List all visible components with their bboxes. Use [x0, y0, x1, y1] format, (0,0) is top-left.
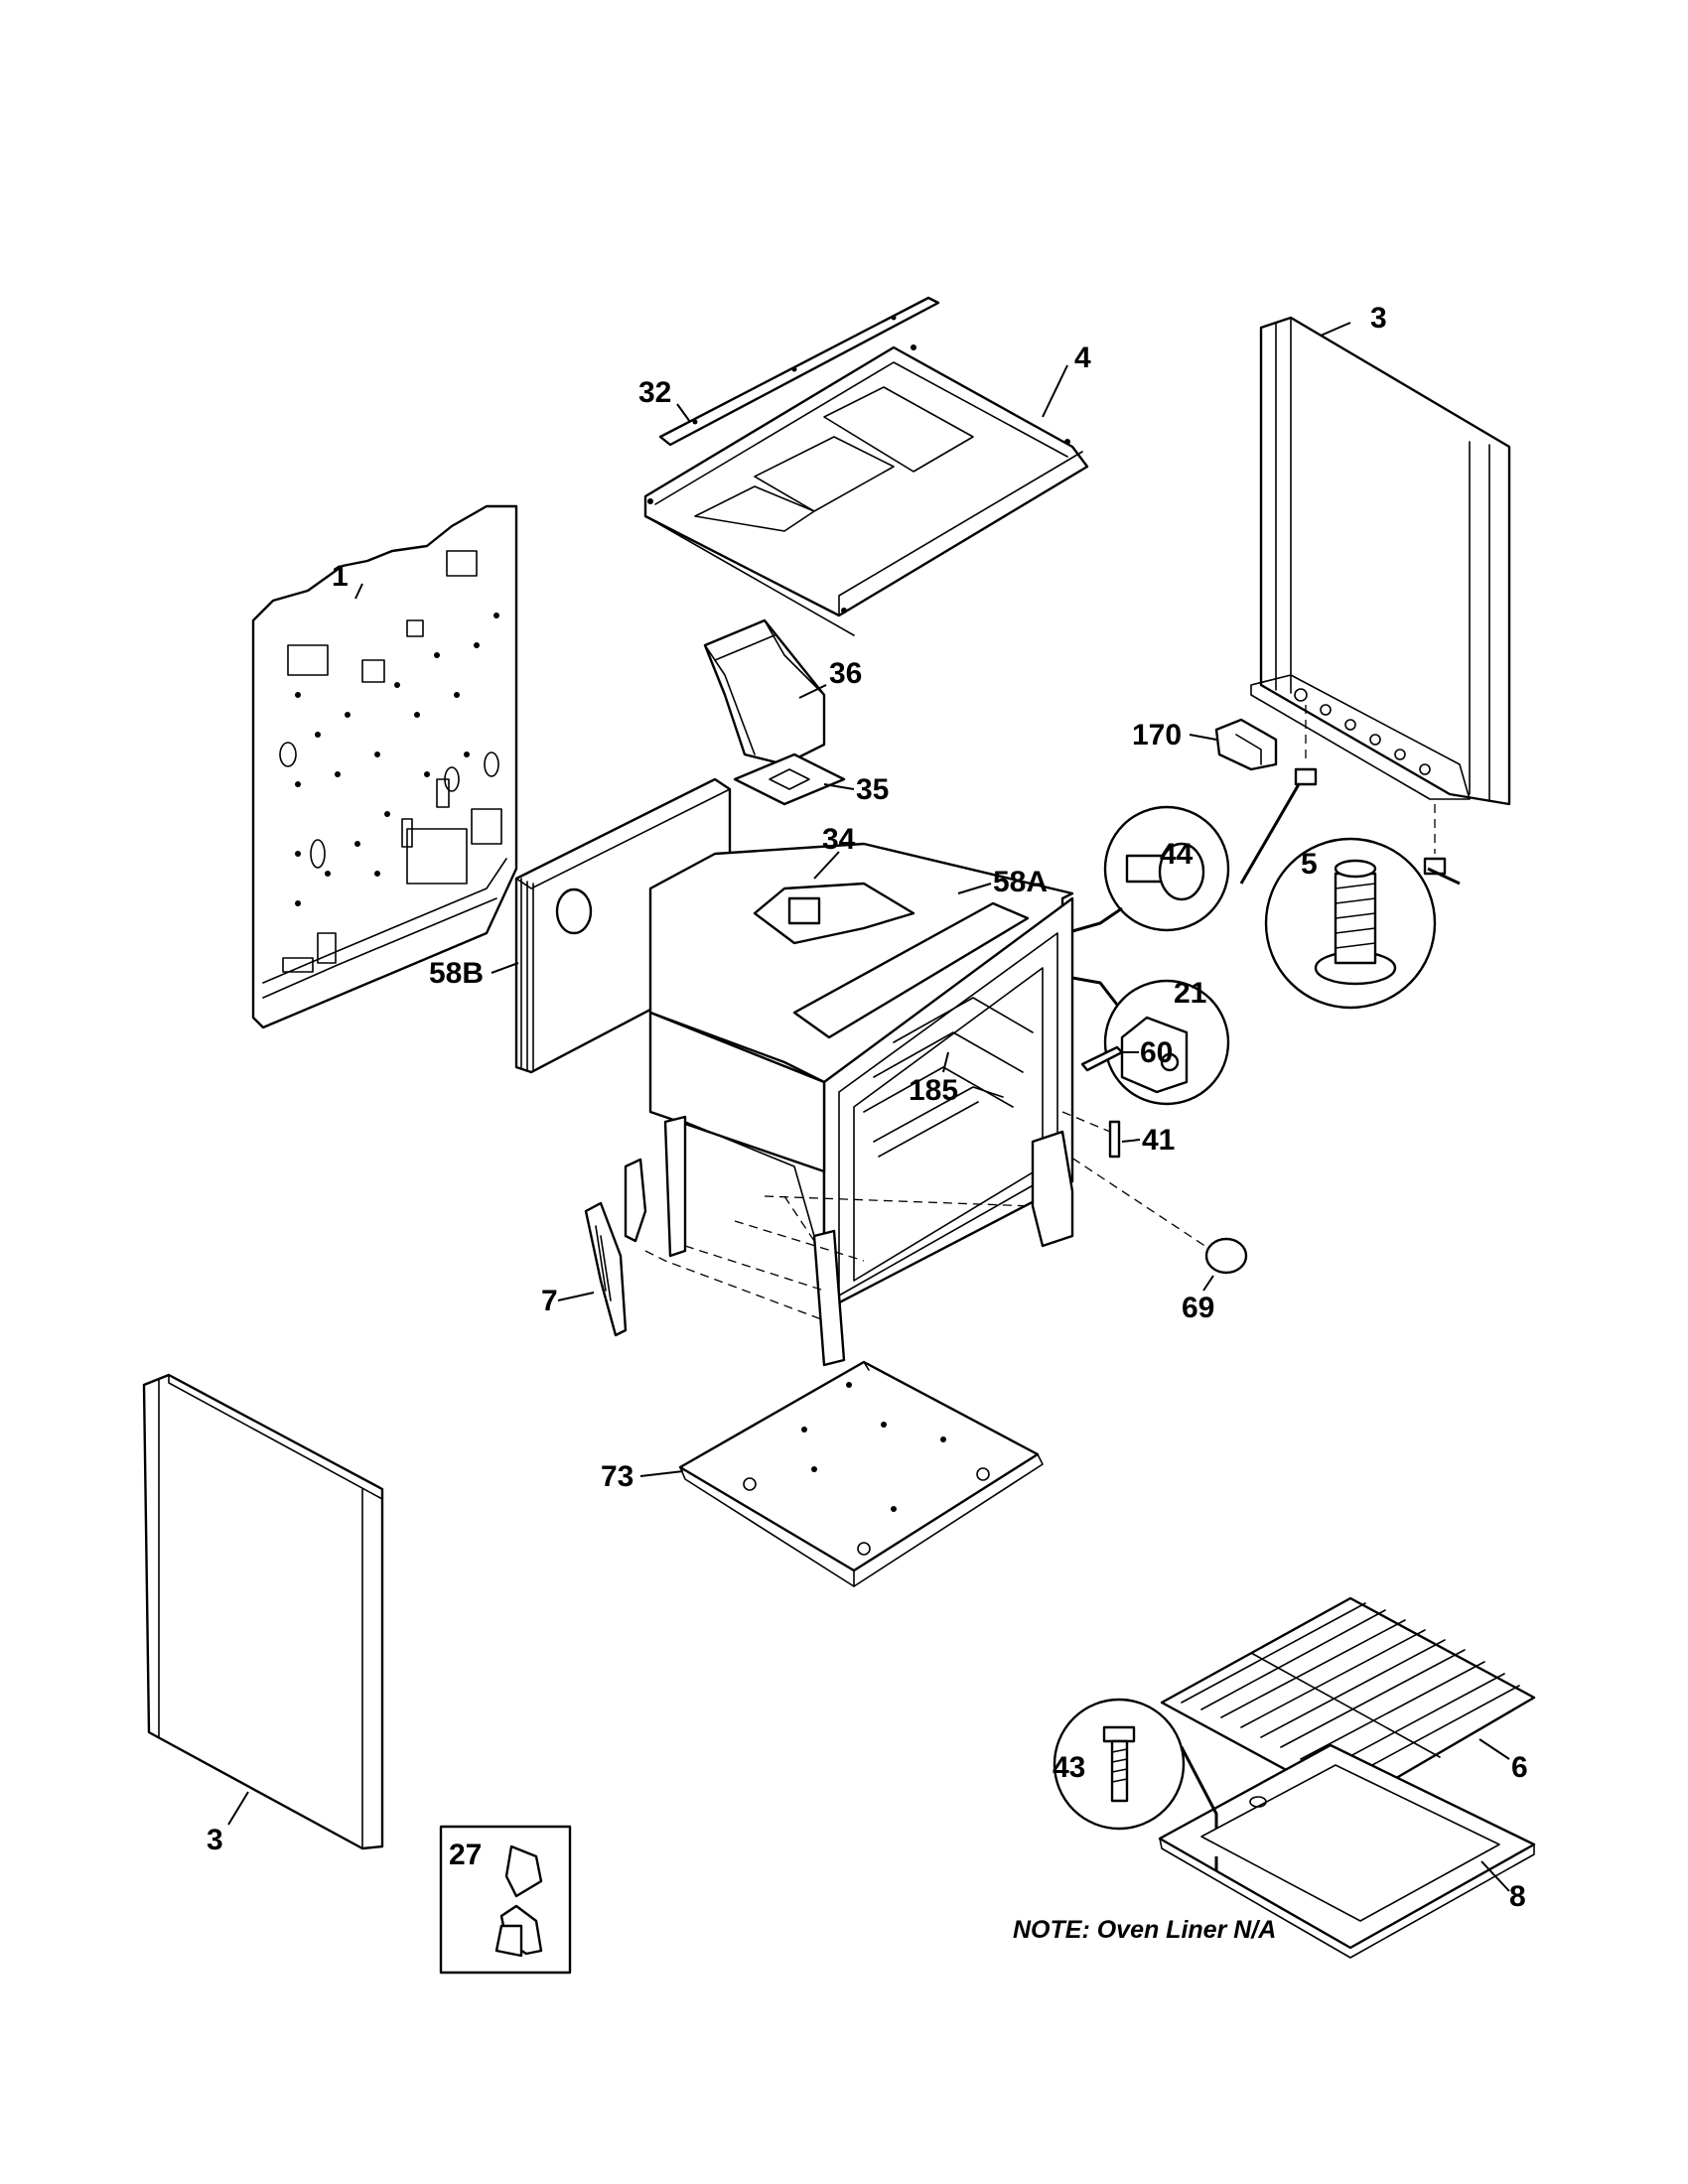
callout-4: 4 — [1074, 341, 1091, 374]
callout-58b: 58B — [429, 957, 484, 990]
detail-circle-43 — [1053, 1698, 1186, 1831]
part-73-bottom-pan — [678, 1360, 1044, 1587]
callout-35: 35 — [856, 773, 889, 806]
callout-6: 6 — [1511, 1751, 1528, 1784]
callout-73: 73 — [601, 1460, 633, 1493]
callout-1: 1 — [332, 560, 349, 593]
callout-3-bottom: 3 — [207, 1824, 223, 1856]
part-32-bracket — [658, 296, 940, 447]
callout-34: 34 — [822, 823, 856, 856]
callout-5: 5 — [1301, 848, 1318, 881]
callout-32: 32 — [638, 376, 671, 409]
callout-69: 69 — [1182, 1292, 1214, 1324]
part-69-plug — [1204, 1237, 1248, 1275]
part-4-top-frame — [643, 344, 1089, 636]
callout-58a: 58A — [993, 866, 1048, 898]
callout-185: 185 — [909, 1074, 958, 1107]
callout-27: 27 — [449, 1839, 482, 1871]
detail-circle-21 — [1103, 979, 1230, 1106]
part-8-broil-pan — [1158, 1743, 1536, 1959]
detail-circle-5 — [1264, 837, 1437, 1010]
lower-frame — [644, 1115, 1074, 1367]
part-41-clip — [1108, 1120, 1121, 1159]
part-36-vent-duct — [703, 618, 826, 766]
callout-60: 60 — [1140, 1036, 1173, 1069]
part-170-bracket — [1214, 718, 1278, 771]
callout-41: 41 — [1142, 1124, 1175, 1157]
part-1-rear-panel — [251, 504, 518, 1029]
callout-7: 7 — [541, 1285, 558, 1317]
callout-170: 170 — [1132, 719, 1182, 751]
callout-43: 43 — [1053, 1751, 1085, 1784]
part-3-side-panel-right — [1250, 316, 1511, 806]
note-oven-liner: NOTE: Oven Liner N/A — [1013, 1916, 1276, 1944]
part-27-box — [439, 1825, 572, 1975]
callout-21: 21 — [1174, 977, 1206, 1010]
leveling-leg-1 — [1294, 705, 1318, 786]
callout-8: 8 — [1509, 1880, 1526, 1913]
callout-3-top: 3 — [1370, 302, 1387, 335]
part-3-side-panel-left — [142, 1373, 384, 1850]
detail-circle-44 — [1103, 805, 1230, 932]
callout-36: 36 — [829, 657, 862, 690]
part-7-hinge — [584, 1158, 647, 1337]
callout-44: 44 — [1160, 838, 1194, 871]
leveling-leg-2 — [1423, 804, 1447, 876]
part-35-plate — [733, 752, 846, 806]
oven-cavity — [648, 842, 1074, 1312]
